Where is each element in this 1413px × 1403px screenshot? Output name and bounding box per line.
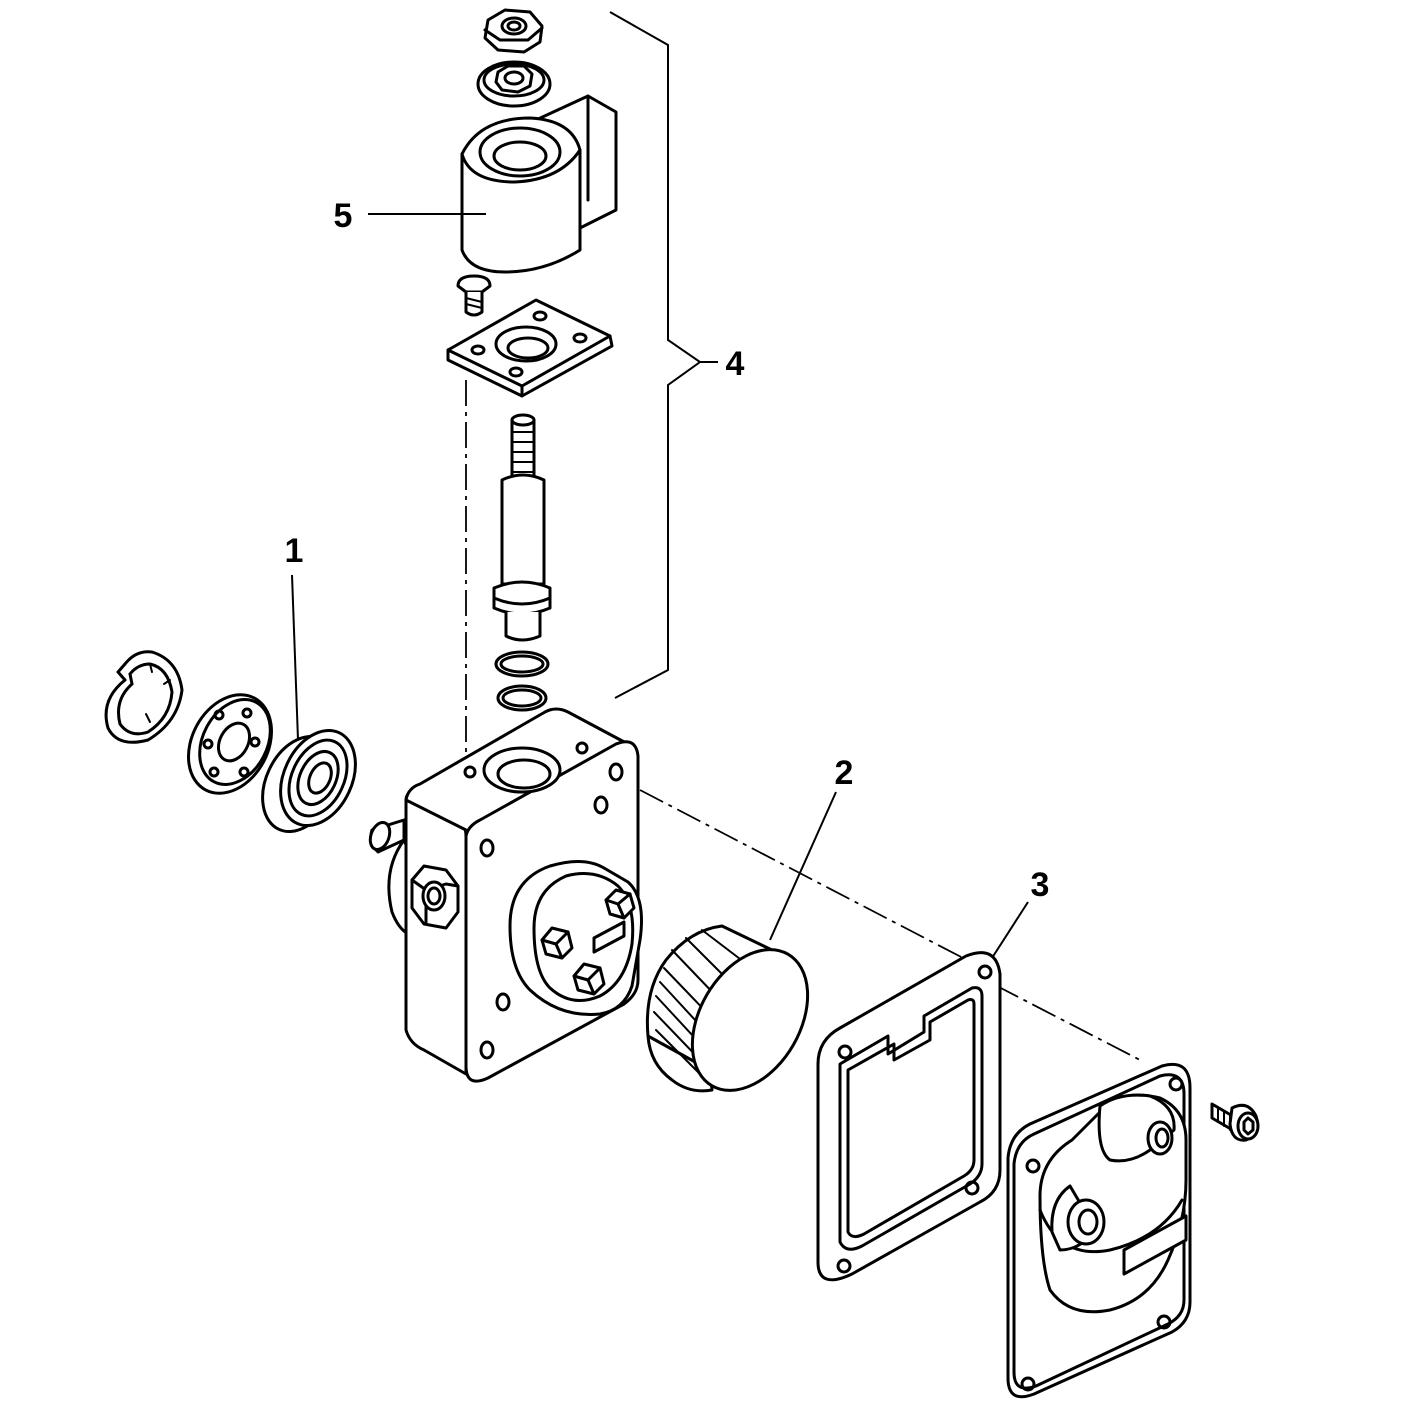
callout-5: 5: [334, 197, 353, 235]
boss-bolt-bottom: [572, 962, 606, 996]
circlip: [104, 650, 184, 744]
cap-screw: [1210, 1102, 1260, 1142]
leader-2: [769, 791, 837, 941]
assembly-bracket: [609, 11, 702, 699]
boss-bolt-left: [540, 926, 574, 960]
ball-bearing: [261, 728, 357, 834]
callout-4: 4: [726, 345, 745, 383]
small-screw: [456, 274, 492, 317]
callout-1: 1: [285, 532, 304, 570]
alignment-line-diagonal-1: [639, 789, 991, 973]
callout-labels: 1 2 3 4 5: [285, 197, 1050, 904]
shaft-seal: [187, 693, 273, 795]
callout-3: 3: [1031, 866, 1050, 904]
washer: [476, 60, 552, 108]
pump-body: [368, 707, 643, 1083]
cover-gasket: [816, 951, 1002, 1282]
callout-leaders: [291, 213, 1029, 959]
pump-cover: [1006, 1062, 1192, 1399]
hex-nut: [483, 8, 544, 54]
callout-2: 2: [835, 754, 854, 792]
solenoid-coil: [460, 94, 618, 274]
leader-3: [991, 901, 1029, 959]
o-rings: [494, 650, 550, 712]
leader-1: [291, 574, 299, 741]
flange-plate: [446, 298, 614, 398]
boss-bolt-top: [604, 888, 636, 920]
alignment-lines: [465, 380, 1141, 1061]
alignment-line-diagonal-2: [994, 984, 1141, 1061]
filter-cartridge: [645, 924, 810, 1093]
valve-stem: [492, 413, 552, 642]
